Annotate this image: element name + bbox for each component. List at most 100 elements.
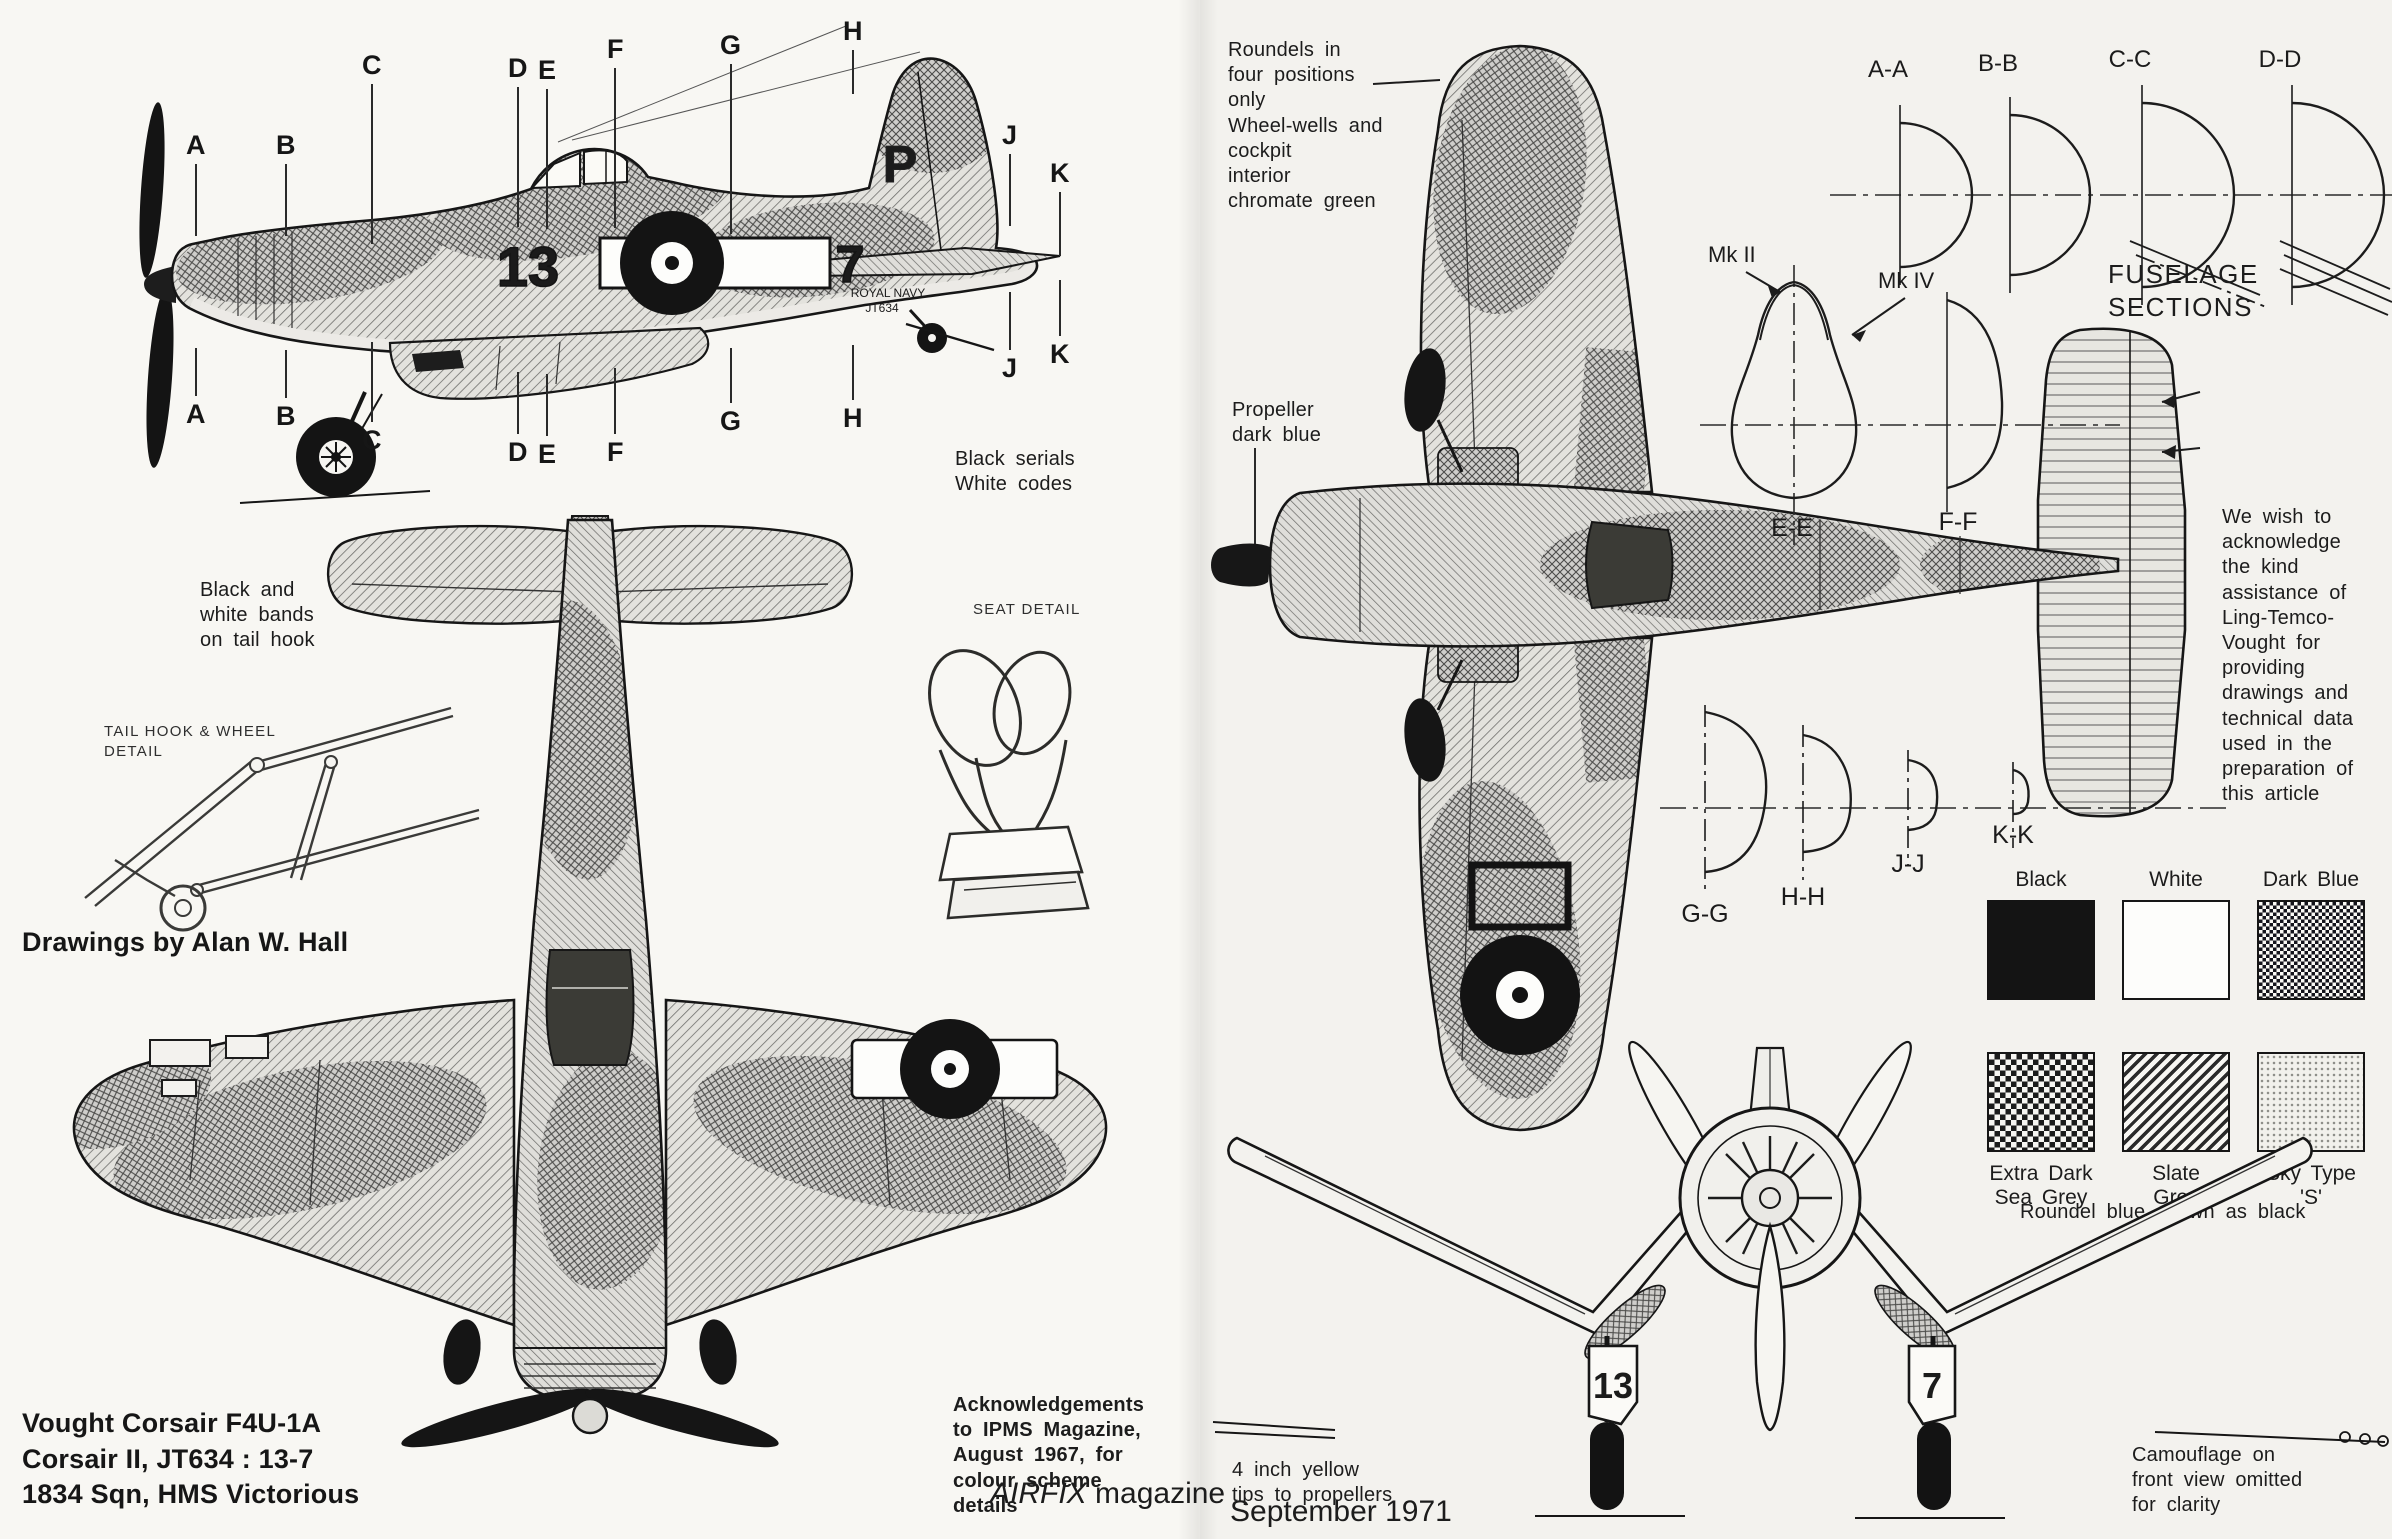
- black-square-outline: [1468, 861, 1572, 931]
- note-roundels: Roundels in four positions only Wheel-we…: [1228, 39, 1383, 213]
- camo-patch: [537, 1050, 666, 1290]
- callout-c-bottom: C: [362, 342, 382, 454]
- callout-letter: E: [538, 439, 557, 469]
- sections-ghjk-drawing: G-G H-H J-J K-K: [1660, 705, 2230, 928]
- section-ff: [1946, 298, 2004, 490]
- callout-letter: G: [720, 30, 742, 60]
- spinner-tip: [1759, 1187, 1781, 1209]
- callout-tick: [851, 50, 854, 94]
- actuator: [299, 763, 337, 881]
- wheel: [1404, 698, 1446, 782]
- label-ff: F-F: [1939, 508, 1978, 536]
- callout-h-top: H: [843, 18, 863, 94]
- strut: [94, 767, 262, 907]
- left-wing: [1227, 1136, 1692, 1338]
- wing-inner-line: [1264, 1155, 1586, 1315]
- callout-tick: [851, 345, 854, 400]
- wheel: [443, 1319, 481, 1385]
- callout-letter: H: [843, 403, 863, 433]
- colour-key-top-labels: Black White Dark Blue: [1985, 868, 2367, 892]
- callout-b-bottom: B: [276, 350, 296, 430]
- elevator-hinge: [351, 583, 575, 593]
- hook-arm: [196, 816, 480, 896]
- wheel: [699, 1319, 737, 1385]
- detail-wheel: [159, 884, 207, 932]
- tailwheel-hub: [174, 899, 192, 917]
- callout-letter: E: [538, 55, 557, 85]
- colour-key: Black White Dark Blue Extra Dark Sea Gre…: [1985, 868, 2367, 1210]
- fuselage-plan: [512, 518, 668, 1404]
- national-markings: [598, 211, 832, 315]
- gear-door-right: [1907, 1344, 1957, 1426]
- hook-fairing-line: [2279, 240, 2391, 290]
- tailplane-right: [603, 524, 854, 625]
- swatch-cell: [1985, 892, 2097, 1001]
- sections-ef-drawing: Mk II Mk IV E-E F-F: [1700, 242, 2120, 545]
- label-jj: J-J: [1891, 850, 1924, 878]
- drawings-credit: Drawings by Alan W. Hall: [22, 927, 349, 957]
- callout-f-bottom: F: [607, 368, 624, 466]
- upper-wing-outline: [1419, 44, 1654, 494]
- pivot: [324, 755, 338, 769]
- callout-tick: [516, 87, 519, 227]
- swatch-black: [1987, 900, 2095, 1001]
- wheel-left: [1590, 1422, 1624, 1510]
- wing-inner-line: [1954, 1155, 2276, 1315]
- label-gg: G-G: [1681, 900, 1728, 928]
- note-ltv-acknowledge: We wish to acknowledge the kind assistan…: [2222, 506, 2354, 806]
- hook-arm: [194, 808, 480, 888]
- strut: [256, 706, 452, 764]
- label-cc: C-C: [2109, 46, 2152, 73]
- callout-letter: J: [1002, 120, 1018, 150]
- mk2-arrow-head: [1768, 286, 1780, 298]
- formation-light: [2359, 1433, 2371, 1445]
- note-black-serials: Black serials White codes: [955, 448, 1075, 496]
- callout-letter: H: [843, 16, 863, 46]
- tailplane-tips: [1212, 1421, 2389, 1447]
- magazine-credit: AIRFIX magazine: [990, 1476, 1225, 1512]
- callout-tick: [1008, 292, 1011, 350]
- mk2-arrow: [1745, 271, 1781, 293]
- callout-tick: [284, 164, 287, 236]
- gear-strut: [1436, 659, 1464, 711]
- formation-light: [2339, 1431, 2351, 1443]
- callout-letter: C: [362, 50, 382, 80]
- main-landing-gear: [239, 391, 431, 504]
- tailplane-tip: [1212, 1421, 1336, 1431]
- spar-line: [1461, 119, 1477, 491]
- cowl-flaps: [219, 232, 293, 328]
- page-fold-shadow: [1178, 0, 1218, 1539]
- swatch-cell: [2120, 892, 2232, 1001]
- callout-e-top: E: [538, 57, 556, 229]
- harness-loop: [992, 650, 1072, 756]
- tailplane-tip: [2154, 1431, 2386, 1443]
- label-bb: B-B: [1978, 50, 2018, 77]
- underside-plan-drawing: [1211, 44, 2201, 1132]
- callout-tick: [370, 342, 373, 422]
- swatch-dark-blue: [2257, 900, 2365, 1001]
- callout-tick: [370, 84, 373, 244]
- fuselage: [170, 57, 1039, 356]
- elevator-hinge: [605, 583, 829, 593]
- callout-tick: [614, 368, 617, 434]
- swatch-white: [2122, 900, 2230, 1001]
- section-ee-mk4: [1759, 283, 1829, 341]
- fuselage: [1268, 482, 2120, 648]
- pitot-tube: [1372, 79, 1441, 85]
- fuselage-sections-title: FUSELAGE SECTIONS: [2108, 259, 2259, 322]
- top-view-drawing: [72, 515, 1108, 1448]
- label-dd: D-D: [2259, 46, 2302, 73]
- front-view-drawing: 13 7: [1212, 1040, 2389, 1519]
- swatch-extra-dark-sea-grey: [1987, 1052, 2095, 1153]
- propeller-plan: [401, 1388, 779, 1448]
- stencil-box: [225, 1035, 269, 1059]
- gear-door-left: [1587, 1344, 1639, 1426]
- lower-wing-outline: [1418, 636, 1654, 1132]
- swatch-label-sky: Sky Type 'S': [2266, 1162, 2356, 1210]
- gear-wheels: [1404, 348, 1464, 782]
- gear-strut: [1436, 419, 1464, 473]
- callout-tick: [546, 374, 548, 436]
- formation-light: [2377, 1435, 2389, 1447]
- section-k: [2012, 768, 2030, 816]
- tail-hook-detail-label: TAIL HOOK & WHEEL DETAIL: [104, 723, 277, 761]
